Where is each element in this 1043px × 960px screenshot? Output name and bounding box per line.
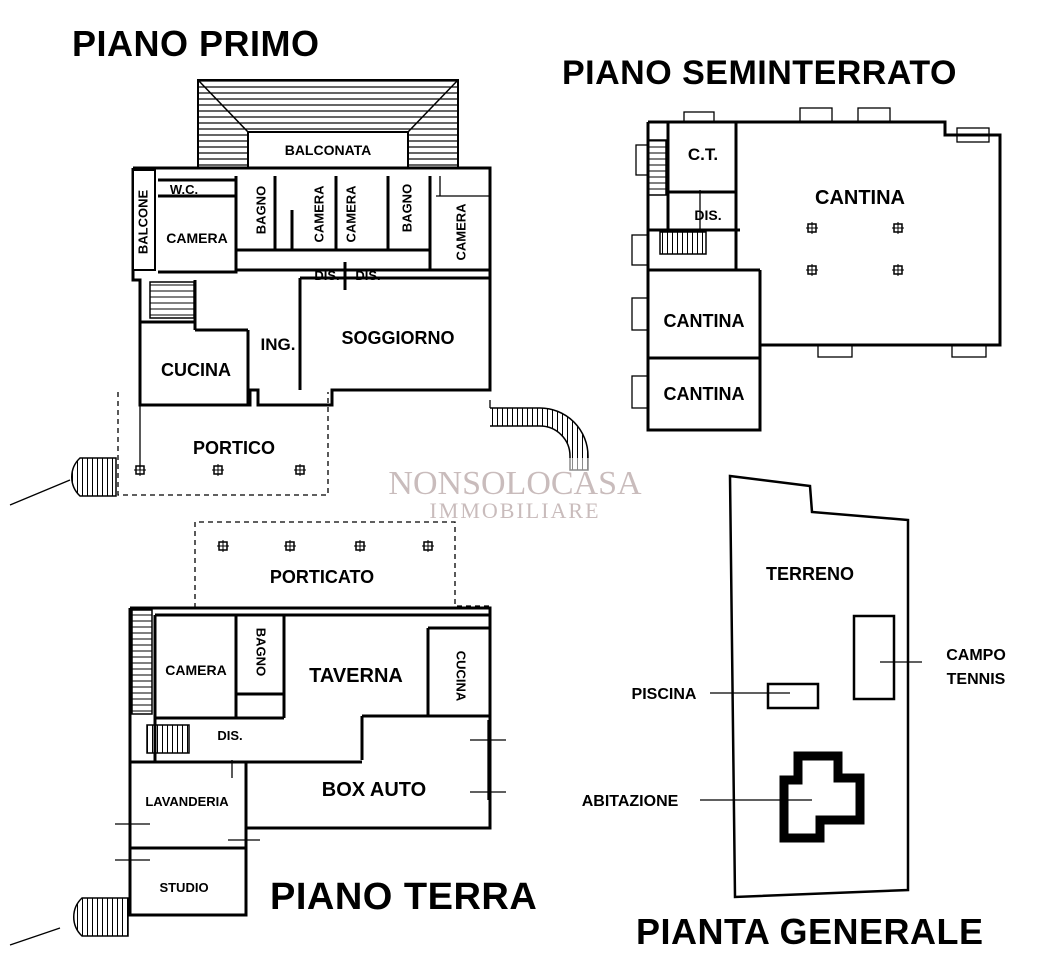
first-floor-plan: BALCONATA W.C. BALCONE CAMERA BAGNO CAME…	[9, 79, 589, 506]
room-label-dis-basement: DIS.	[694, 207, 721, 223]
exterior-stair-right	[490, 407, 589, 471]
room-label-balcone: BALCONE	[135, 190, 150, 255]
ground-stairs-dis	[146, 724, 190, 754]
room-label-camera-2: CAMERA	[311, 185, 326, 243]
porticato-outline	[194, 521, 490, 608]
balcone-area	[132, 169, 156, 271]
room-label-cucina: CUCINA	[161, 360, 231, 380]
room-label-box-auto: BOX AUTO	[322, 779, 426, 801]
watermark-logo: NONSOLOCASA IMMOBILIARE	[388, 458, 642, 523]
room-label-dis-ground: DIS.	[217, 728, 242, 743]
room-label-cantina-3: CANTINA	[664, 384, 745, 404]
room-label-camera-4: CAMERA	[453, 203, 468, 261]
ground-floor-plan: PORTICATO CAMERA BAGNO TAVERNA CUCINA DI…	[9, 521, 506, 946]
balconata-area	[247, 131, 409, 169]
pool-shape	[766, 682, 820, 710]
site-plan: TERRENO CAMPO TENNIS PISCINA ABITAZIONE	[582, 474, 1006, 899]
watermark-line2: IMMOBILIARE	[429, 498, 600, 523]
room-label-cantina-2: CANTINA	[664, 311, 745, 331]
portico-outline	[117, 392, 329, 496]
ground-exterior-stair	[73, 897, 129, 937]
room-label-dis-1: DIS.	[314, 268, 339, 283]
site-label-campo: CAMPO	[946, 647, 1006, 664]
room-label-soggiorno: SOGGIORNO	[341, 328, 454, 348]
room-label-camera-1: CAMERA	[166, 230, 227, 246]
site-label-terreno: TERRENO	[766, 564, 854, 584]
room-label-camera-3: CAMERA	[343, 185, 358, 243]
site-label-abitazione: ABITAZIONE	[582, 793, 679, 810]
tennis-court-shape	[852, 614, 896, 701]
title-first-floor: PIANO PRIMO	[72, 23, 320, 64]
room-label-bagno-1: BAGNO	[253, 186, 268, 234]
room-label-ct: C.T.	[688, 145, 718, 164]
title-ground-floor: PIANO TERRA	[270, 876, 538, 918]
room-label-balconata: BALCONATA	[285, 142, 372, 158]
exterior-stair-left	[71, 457, 117, 497]
title-site-plan: PIANTA GENERALE	[636, 911, 984, 952]
room-label-ing: ING.	[261, 335, 296, 354]
room-label-portico: PORTICO	[193, 438, 275, 458]
room-label-wc: W.C.	[170, 182, 198, 197]
room-label-bagno-ground: BAGNO	[254, 628, 269, 676]
room-label-dis-2: DIS.	[355, 268, 380, 283]
basement-plan: C.T. DIS. CANTINA CANTINA CANTINA	[631, 107, 1002, 432]
interior-stairs	[149, 281, 195, 319]
basement-stairs-top	[647, 139, 667, 196]
title-basement: PIANO SEMINTERRATO	[562, 54, 957, 92]
room-label-bagno-2: BAGNO	[399, 184, 414, 232]
site-label-piscina: PISCINA	[632, 686, 697, 703]
site-label-tennis: TENNIS	[947, 671, 1006, 688]
house-shape	[779, 751, 865, 843]
basement-outer-walls	[646, 120, 1002, 432]
room-label-cantina-main: CANTINA	[815, 187, 905, 209]
ground-stairs-left	[131, 609, 153, 715]
room-label-taverna: TAVERNA	[309, 665, 403, 687]
room-label-lavanderia: LAVANDERIA	[145, 794, 229, 809]
room-label-studio: STUDIO	[159, 880, 208, 895]
watermark-line1: NONSOLOCASA	[388, 465, 642, 502]
basement-stairs-mid	[659, 231, 707, 255]
room-label-cucina-ground: CUCINA	[454, 651, 469, 702]
first-floor-outer-walls	[131, 166, 492, 407]
room-label-porticato: PORTICATO	[270, 567, 374, 587]
room-label-camera-ground: CAMERA	[165, 662, 226, 678]
